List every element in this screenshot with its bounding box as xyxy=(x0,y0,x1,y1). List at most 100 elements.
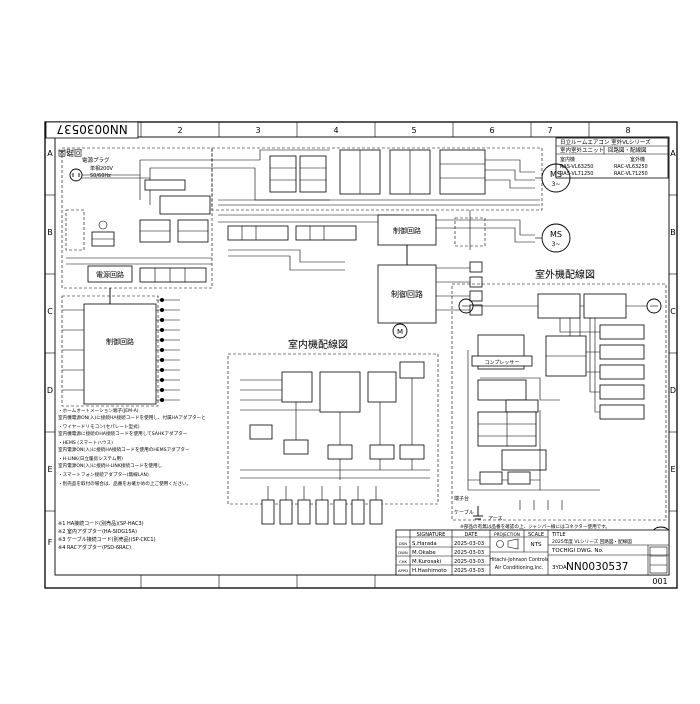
scale-label: SCALE xyxy=(528,532,544,538)
grid-row-e-left: E xyxy=(47,465,52,474)
grid-column-ticks xyxy=(140,122,590,588)
grid-row-b-left: B xyxy=(47,228,53,237)
fan-motor-2: MS 3~ xyxy=(535,223,571,253)
motor-m-icon xyxy=(392,323,408,339)
row-chk-role: CHK xyxy=(399,559,408,564)
parts-list: ※1 HA接続コード(別売品)(SP-HAC3) ※2 室内アダプター(HA-S… xyxy=(58,520,156,551)
dwg-number: NN0030537 xyxy=(566,561,628,573)
outdoor-control-label-upper: 制御回路 xyxy=(393,226,421,235)
grid-col-4: 4 xyxy=(333,126,338,135)
sheet-border xyxy=(44,121,678,589)
outdoor-control-box-upper xyxy=(377,214,437,246)
svg-text:3~: 3~ xyxy=(552,181,561,188)
header-unit: 室内室外ユニット xyxy=(560,146,604,154)
header-outdoor-label: 室外機 xyxy=(630,156,645,163)
row-dwn-role: DWN xyxy=(398,550,408,555)
row-appd-role: APPD xyxy=(398,568,408,573)
row-chk-date: 2025-03-03 xyxy=(454,559,484,565)
notes-block: ・ホームオートメーション端子(JEM-A) 室内機電源ON(入)に接続HA接続コ… xyxy=(58,407,206,487)
fan-motor-1: MS 3~ xyxy=(535,163,571,193)
date-header: DATE xyxy=(464,532,477,538)
row-appd-date: 2025-03-03 xyxy=(454,568,484,574)
grid-col-2: 2 xyxy=(177,126,182,135)
title-label: TITLE xyxy=(551,532,566,538)
header-indoor-model-1: RAS-VL63250 xyxy=(560,164,594,170)
compressor-box xyxy=(471,355,533,367)
outdoor-note: ※部品の有無は品番を確認の上、ジャンパー線にはコネクター使用です。 xyxy=(460,523,610,530)
dwg-prefix: 3YDA xyxy=(552,565,567,571)
grid-row-labels: A B C D E F A B C D E xyxy=(47,149,676,547)
note-8: 室内電源ON(入)に接続H-LINK接続コードを使用し xyxy=(58,462,163,469)
indoor-control-section: 制御回路 xyxy=(61,288,180,407)
company-line-2: Air Conditioning,Inc. xyxy=(495,565,544,571)
cable-label: ケーブル xyxy=(454,509,474,516)
note-5: ・HEMS (スマートハウス) xyxy=(58,439,113,446)
power-circuit-label: 電源回路 xyxy=(96,270,124,279)
drawing-number-inverted: NN0030537 xyxy=(45,121,139,139)
header-indoor-label: 室内機 xyxy=(560,156,575,163)
header-indoor-model-2: RAS-VL71250 xyxy=(560,171,594,177)
circuit-diagram-label-inverted: 回路図 xyxy=(58,148,82,158)
voltage-label: 単相200V xyxy=(90,165,114,172)
stamp-box xyxy=(649,546,668,574)
signature-header: SIGNATURE xyxy=(417,532,446,538)
outdoor-control-box-lower xyxy=(377,264,437,324)
inverter-section xyxy=(211,147,543,211)
inner-frame xyxy=(54,136,670,576)
indoor-control-label: 制御回路 xyxy=(106,337,134,346)
header-outdoor-model-1: RAC-VL63250 xyxy=(614,164,648,170)
power-circuit-box xyxy=(87,265,133,283)
outdoor-circuit: 制御回路 制御回路 M xyxy=(218,210,535,339)
svg-text:MS: MS xyxy=(550,170,562,179)
outdoor-wiring-diagram: 室外機配線図 コンプレッサー xyxy=(451,268,667,530)
grid-col-5: 5 xyxy=(411,126,416,135)
svg-text:3~: 3~ xyxy=(552,241,561,248)
grid-col-7: 7 xyxy=(547,126,552,135)
header-doc-type: 回路図・配線図 xyxy=(608,146,647,154)
title-block: SIGNATURE DATE PROJECTION SCALE NTS TITL… xyxy=(395,529,670,576)
row-dsn-role: DSN xyxy=(399,541,407,546)
note-2: 室内機電源ON(入)に接続HA接続コードを使用し、付属HAアダプターと xyxy=(58,414,206,421)
row-dsn-date: 2025-03-03 xyxy=(454,541,484,547)
part-3: ※3 ケーブル接続コード(別売品)(SP-CKC1) xyxy=(58,536,156,543)
note-4: 室内機電源に接続のHA接続コードを使用してSAHKアダプター xyxy=(58,430,188,437)
svg-text:NN0030537: NN0030537 xyxy=(56,122,127,136)
note-1: ・ホームオートメーション端子(JEM-A) xyxy=(58,407,139,414)
part-1: ※1 HA接続コード(別売品)(SP-HAC3) xyxy=(58,520,144,527)
grid-row-c-right: C xyxy=(670,307,676,316)
grid-col-3: 3 xyxy=(255,126,260,135)
projection-label: PROJECTION xyxy=(494,532,520,537)
indoor-control-box xyxy=(83,303,157,405)
note-6: 室内電源ON(入)に接続HA接続コードを使用のHEMSアダプター xyxy=(58,446,190,453)
grid-row-a-right: A xyxy=(670,149,676,158)
grid-col-6: 6 xyxy=(489,126,494,135)
row-chk-name: M.Kurosaki xyxy=(412,559,441,565)
part-4: ※4 RACアダプター(PSD-6RAC) xyxy=(58,544,131,551)
svg-text:M: M xyxy=(397,328,403,336)
row-dwn-date: 2025-03-03 xyxy=(454,550,484,556)
compressor-label: コンプレッサー xyxy=(485,360,520,366)
svg-text:MS: MS xyxy=(550,230,562,239)
indoor-wiring-title: 室内機配線図 xyxy=(288,338,348,351)
sheet-number: 001 xyxy=(652,577,667,586)
title-value: 2025年度 VLシリーズ 回路図・配線図 xyxy=(552,538,632,545)
grid-row-c-left: C xyxy=(47,307,53,316)
power-section: 電源プラグ 単相200V 50/60Hz 電源回路 xyxy=(61,147,213,289)
power-plug-label: 電源プラグ xyxy=(82,156,110,164)
row-appd-name: H.Hashimoto xyxy=(412,568,447,574)
grid-row-ticks xyxy=(45,194,677,512)
company-line-1: Hitachi-Johnson Controls xyxy=(489,557,549,563)
note-9: ・スマートフォン接続アダプター(無線LAN) xyxy=(58,471,149,478)
note-10: ・別売品を取付の場合は、品番をお確かめの上ご使用ください。 xyxy=(58,480,191,487)
frequency-label: 50/60Hz xyxy=(90,173,111,179)
grid-col-8: 8 xyxy=(625,126,630,135)
header-series: 日立ルームエアコン 室外VLシリーズ xyxy=(560,138,651,146)
outdoor-control-label-lower: 制御回路 xyxy=(391,289,423,299)
row-dsn-name: S.Harada xyxy=(412,541,437,547)
grid-row-b-right: B xyxy=(670,228,676,237)
header-block: 日立ルームエアコン 室外VLシリーズ 室内室外ユニット 回路図・配線図 室内機 … xyxy=(555,137,669,179)
projection-symbol xyxy=(496,538,519,550)
grid-row-d-right: D xyxy=(670,386,676,395)
outdoor-wiring-title: 室外機配線図 xyxy=(535,268,595,281)
